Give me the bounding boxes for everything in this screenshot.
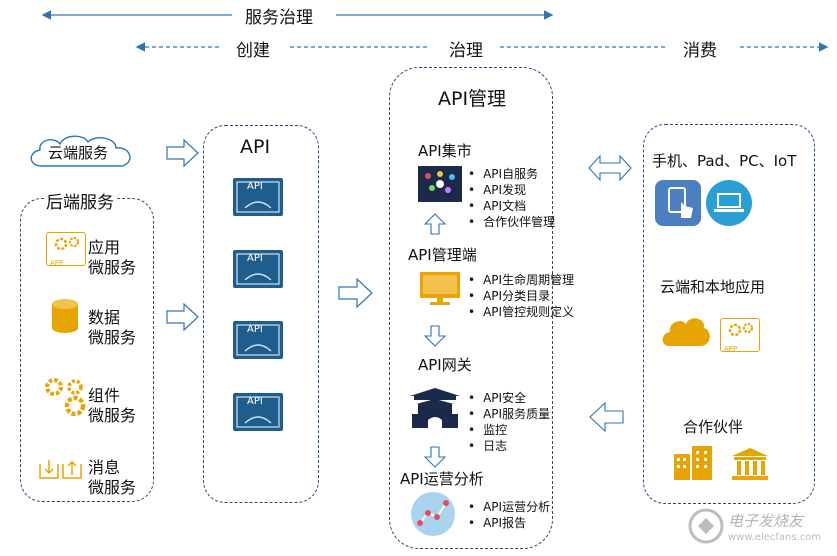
label-line2: 微服务 bbox=[88, 258, 137, 277]
list-item: API生命周期管理 bbox=[468, 272, 574, 288]
list-item: API分类目录 bbox=[468, 288, 574, 304]
list-item: 监控 bbox=[468, 422, 550, 438]
list-item: API运营分析 bbox=[468, 499, 550, 515]
label-line2: 微服务 bbox=[88, 328, 137, 347]
list-item: API管控规则定义 bbox=[468, 304, 574, 320]
bidirectional-arrow bbox=[588, 154, 632, 182]
list-item: 日志 bbox=[468, 438, 550, 454]
app-microservice-label: 应用 微服务 bbox=[88, 238, 136, 278]
arrow-down-icon bbox=[424, 325, 446, 347]
message-icon bbox=[39, 460, 82, 479]
data-microservice-label: 数据 微服务 bbox=[88, 308, 136, 348]
api-gateway-title: API网关 bbox=[418, 356, 472, 374]
api-analytics-list: API运营分析 API报告 bbox=[468, 499, 550, 531]
apps-label: 云端和本地应用 bbox=[660, 278, 766, 296]
buildings-icon bbox=[674, 446, 712, 480]
app-icon: APP bbox=[46, 232, 86, 267]
watermark-text: 电子发烧友 bbox=[728, 512, 804, 530]
api-column-title: API bbox=[240, 136, 271, 158]
api-column-box bbox=[203, 125, 319, 503]
watermark-url: www.elecfans.com bbox=[728, 532, 822, 543]
create-label: 创建 bbox=[236, 41, 270, 61]
market-icon bbox=[418, 166, 462, 202]
api-icon: API bbox=[233, 178, 283, 216]
list-item: API发现 bbox=[468, 182, 555, 198]
gate-icon bbox=[410, 388, 460, 428]
list-item: API服务质量 bbox=[468, 406, 550, 422]
list-item: API文档 bbox=[468, 198, 555, 214]
list-item: API安全 bbox=[468, 390, 550, 406]
top-arrows bbox=[41, 10, 829, 52]
app-icon: APP bbox=[720, 318, 760, 353]
label-line1: 应用 bbox=[88, 238, 121, 257]
arrow-partner-to-mgmt bbox=[589, 402, 624, 432]
cloud-services-label: 云端服务 bbox=[48, 144, 109, 162]
consumers-box bbox=[643, 124, 815, 504]
governance-label: 服务治理 bbox=[245, 8, 313, 28]
arrow-api-to-mgmt bbox=[338, 278, 373, 308]
arrow-down-icon bbox=[424, 446, 446, 468]
partners-label: 合作伙伴 bbox=[683, 418, 744, 436]
api-console-list: API生命周期管理 API分类目录 API管控规则定义 bbox=[468, 272, 574, 320]
component-microservice-label: 组件 微服务 bbox=[88, 386, 136, 426]
api-management-title: API管理 bbox=[438, 88, 507, 110]
watermark: 电子发烧友 www.elecfans.com bbox=[688, 506, 828, 552]
list-item: API报告 bbox=[468, 515, 550, 531]
api-analytics-title: API运营分析 bbox=[400, 468, 484, 489]
app-badge: APP bbox=[724, 345, 738, 353]
monitor-icon bbox=[420, 272, 460, 305]
api-icon: API bbox=[233, 250, 283, 288]
list-item: 合作伙伴管理 bbox=[468, 214, 555, 230]
arrow-cloud-to-api bbox=[166, 139, 199, 167]
api-tile-label: API bbox=[247, 324, 263, 335]
label-line1: 消息 bbox=[88, 458, 121, 477]
label-line1: 组件 bbox=[88, 386, 121, 405]
cloud-icon bbox=[30, 135, 131, 167]
govern-label: 治理 bbox=[449, 41, 483, 61]
app-badge: APP bbox=[50, 259, 64, 267]
api-market-title: API集市 bbox=[418, 142, 472, 160]
cloud-app-icon bbox=[662, 318, 710, 346]
analytics-icon bbox=[411, 492, 455, 536]
devices-label: 手机、Pad、PC、IoT bbox=[652, 152, 797, 170]
touch-device-icon bbox=[655, 180, 701, 226]
watermark-logo-icon bbox=[688, 508, 724, 544]
arrow-up-icon bbox=[424, 213, 446, 235]
consume-label: 消费 bbox=[683, 41, 717, 61]
database-icon bbox=[52, 299, 78, 333]
api-console-title: API管理端 bbox=[408, 246, 477, 264]
message-microservice-label: 消息 微服务 bbox=[88, 458, 136, 498]
list-item: API自服务 bbox=[468, 166, 555, 182]
label-line2: 微服务 bbox=[88, 406, 137, 425]
api-icon: API bbox=[233, 393, 283, 431]
arrow-backend-to-api bbox=[166, 303, 199, 331]
api-gateway-list: API安全 API服务质量 监控 日志 bbox=[468, 390, 550, 454]
label-line1: 数据 bbox=[88, 308, 121, 327]
api-tile-label: API bbox=[247, 396, 263, 407]
api-tile-label: API bbox=[247, 253, 263, 264]
backend-services-title: 后端服务 bbox=[44, 188, 116, 213]
api-market-list: API自服务 API发现 API文档 合作伙伴管理 bbox=[468, 166, 555, 230]
gears-icon bbox=[45, 378, 86, 417]
api-icon: API bbox=[233, 321, 283, 359]
laptop-icon bbox=[706, 180, 752, 226]
label-line2: 微服务 bbox=[88, 478, 137, 497]
api-tile-label: API bbox=[247, 181, 263, 192]
bank-icon bbox=[732, 448, 768, 480]
